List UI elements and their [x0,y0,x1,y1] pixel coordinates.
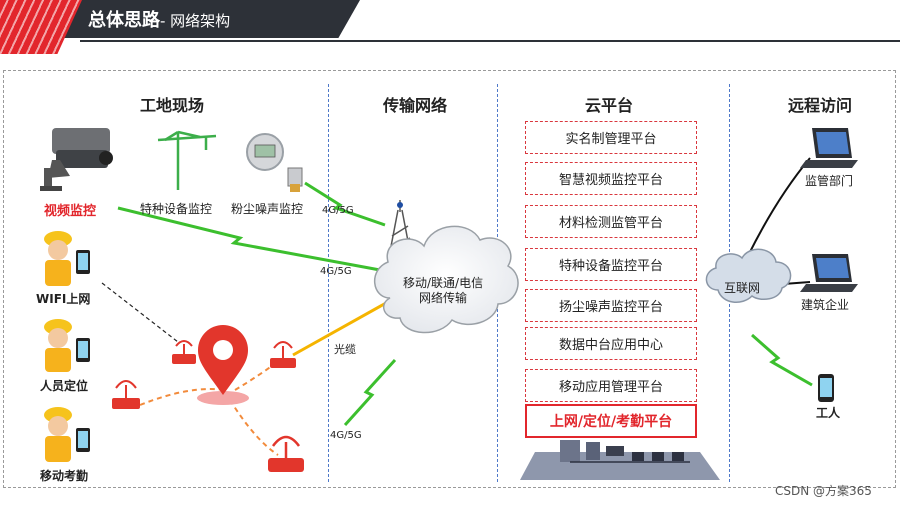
watermark: CSDN @方案365 [775,484,872,498]
platform-video: 智慧视频监控平台 [525,162,697,195]
platform-dust-noise: 扬尘噪声监控平台 [525,289,697,322]
label-link-2: 4G/5G [320,266,352,277]
label-fiber: 光缆 [334,343,356,356]
internet-cloud-shape [705,248,792,303]
label-dust-noise: 粉尘噪声监控 [231,202,304,216]
label-video-monitoring: 视频监控 [44,204,97,219]
platform-material: 材料检测监管平台 [525,205,697,238]
column-title-transport: 传输网络 [383,96,448,115]
dust-sensor-icon [246,133,303,192]
page-title-main: 总体思路 [88,10,160,31]
router-icon-4 [268,435,304,472]
worker-icon-wifi [44,231,90,286]
diagram-frame [3,70,896,488]
wireless-link-video [117,206,381,272]
wireless-link-router [343,358,397,427]
router-icon-2 [270,341,296,368]
router-icon-1 [172,340,196,364]
phone-icon-worker [818,374,834,402]
page-title: 总体思路- 网络架构 [88,6,230,32]
label-internet: 互联网 [724,281,761,295]
laptop-icon-supervisor [800,128,858,168]
cctv-camera-icon [40,128,113,191]
platform-data-center: 数据中台应用中心 [525,327,697,360]
label-attendance: 移动考勤 [40,469,89,483]
tower-crane-icon [157,130,217,190]
page-title-sub: - 网络架构 [160,12,231,30]
label-supervisor: 监管部门 [805,174,854,188]
wireless-link-worker [751,333,813,387]
label-worker: 工人 [816,406,841,420]
wireless-link-dust [304,181,386,227]
label-wifi: WIFI上网 [36,292,91,306]
worker-icon-attendance [44,407,90,462]
wifi-dashed-link [101,282,179,343]
platform-wifi-locate-attendance: 上网/定位/考勤平台 [525,404,697,438]
label-special-equipment: 特种设备监控 [140,202,213,216]
data-center-base [520,440,720,480]
worker-icon-locate [44,319,90,372]
label-link-1: 4G/5G [322,205,354,216]
platform-real-name: 实名制管理平台 [525,121,697,154]
column-title-remote: 远程访问 [788,96,853,115]
platform-special-equipment: 特种设备监控平台 [525,248,697,281]
header-rule [80,40,900,42]
network-cloud-shape [373,225,519,334]
label-enterprise: 建筑企业 [801,298,850,312]
label-network-cloud: 移动/联通/电信 网络传输 [403,276,484,305]
column-title-cloud: 云平台 [585,96,634,115]
platform-mobile: 移动应用管理平台 [525,369,697,402]
column-title-site: 工地现场 [140,96,205,115]
laptop-icon-enterprise [800,254,858,292]
location-pin-icon [197,325,249,405]
divider-1 [328,84,329,482]
label-link-3: 4G/5G [330,430,362,441]
label-locate: 人员定位 [40,379,89,393]
router-icon-3 [112,380,140,409]
fiber-link [292,296,396,357]
